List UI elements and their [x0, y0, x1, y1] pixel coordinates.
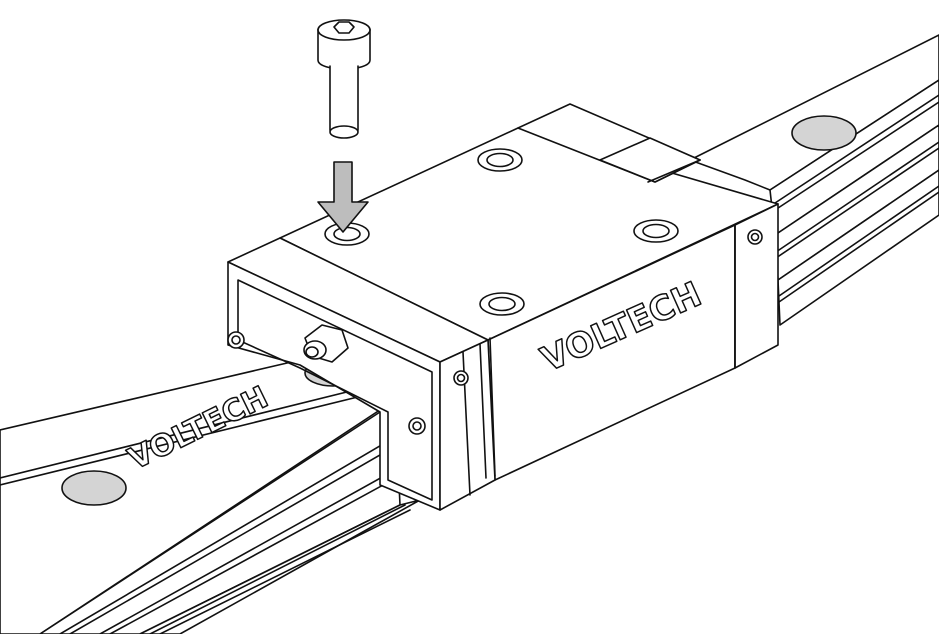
- carriage-mounting-hole-front-left: [324, 222, 370, 246]
- rail-mounting-hole-rear: [791, 115, 857, 151]
- carriage-mounting-hole-rear-right: [633, 219, 679, 243]
- carriage-mounting-hole-rear-left: [477, 148, 523, 172]
- end-seal-screw-right-front: [408, 417, 426, 435]
- carriage-mounting-hole-front-right: [479, 292, 525, 316]
- end-seal-screw-side-rear: [747, 229, 763, 245]
- rail-mounting-hole-front: [61, 470, 127, 506]
- guide-rail-front: [0, 359, 421, 635]
- grease-nipple-icon: [303, 324, 349, 363]
- socket-head-cap-screw-icon: [317, 19, 371, 139]
- end-seal-screw-side-front: [453, 370, 469, 386]
- end-seal-screw-left: [227, 331, 245, 349]
- down-arrow-icon: [317, 161, 369, 233]
